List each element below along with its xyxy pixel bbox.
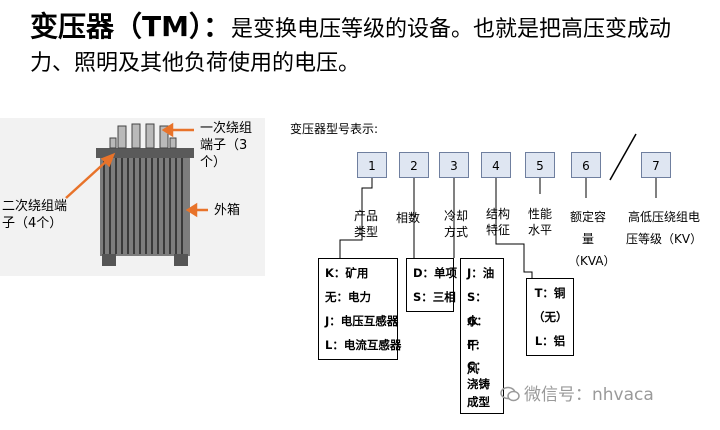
option-item: S：水	[467, 290, 487, 328]
watermark-text: 微信号：nhvaca	[524, 385, 654, 405]
caption-capacity: 额定容量（KVA）	[568, 210, 616, 268]
bushings	[109, 123, 177, 149]
caption-structure: 结构特征	[485, 207, 510, 237]
option-item: T：铜	[534, 286, 566, 300]
option-item: S：三相	[413, 290, 456, 304]
connector-lines	[339, 133, 657, 278]
code-box-1: 1	[357, 152, 387, 178]
cooling-options: J：油 S：水 G：干 F：风 C：浇铸成型	[460, 258, 504, 414]
diagram-title: 变压器型号表示:	[290, 122, 379, 136]
product-type-options: K：矿用 无：电力 J：电压互感器 L：电流互感器	[318, 258, 402, 360]
option-item: G：干	[467, 314, 488, 352]
option-item: J：电压互感器	[325, 314, 399, 328]
option-item: （无）	[533, 310, 568, 324]
tank-label: 外箱	[214, 203, 241, 218]
term-definition: 是变换电压等级的设备。也就是把高压变成动力、照明及其他负荷使用的电压。	[30, 17, 671, 76]
caption-cooling: 冷却方式	[443, 209, 468, 239]
transformer-illustration	[65, 122, 208, 266]
code-box-2: 2	[399, 152, 429, 178]
option-item: C：浇铸成型	[467, 359, 490, 409]
option-item: L：铝	[534, 334, 566, 348]
option-item: J：油	[467, 266, 495, 280]
cooling-fins	[103, 158, 183, 254]
caption-phase: 相数	[396, 211, 421, 225]
caption-voltage-level: 高低压绕组电压等级（KV）	[626, 210, 703, 246]
material-options: T：铜 （无） L：铝	[526, 278, 574, 356]
code-box-7: 7	[641, 152, 671, 178]
secondary-terminal-label: 二次绕组端子（4个）	[2, 199, 68, 231]
code-box-6: 6	[571, 152, 601, 178]
code-box-5: 5	[525, 152, 555, 178]
transformer-photo-panel: 一次绕组端子（3个） 二次绕组端子（4个） 外箱	[0, 118, 265, 276]
option-item: K：矿用	[325, 266, 369, 280]
option-item: D：单项	[413, 266, 458, 280]
option-item: 无：电力	[325, 290, 371, 304]
caption-performance: 性能水平	[527, 207, 552, 237]
chat-bubbles-icon	[500, 386, 520, 402]
option-item: F：风	[467, 338, 487, 376]
option-item: L：电流互感器	[325, 338, 402, 352]
code-box-4: 4	[481, 152, 511, 178]
definition-heading: 变压器（TM）：是变换电压等级的设备。也就是把高压变成动力、照明及其他负荷使用的…	[30, 10, 710, 81]
wechat-watermark: 微信号：nhvaca	[500, 380, 654, 405]
model-code-diagram: 变压器型号表示: 1 2 3 4 5 6 7 产品类型 相数 冷却方式 结构特征…	[288, 112, 716, 428]
caption-product-type: 产品类型	[353, 209, 378, 239]
code-box-3: 3	[439, 152, 469, 178]
tank-cover	[96, 148, 194, 158]
term-label: 变压器（TM）：	[30, 10, 231, 43]
primary-terminal-label: 一次绕组端子（3个）	[200, 121, 253, 170]
phase-options: D：单项 S：三相	[406, 258, 458, 312]
